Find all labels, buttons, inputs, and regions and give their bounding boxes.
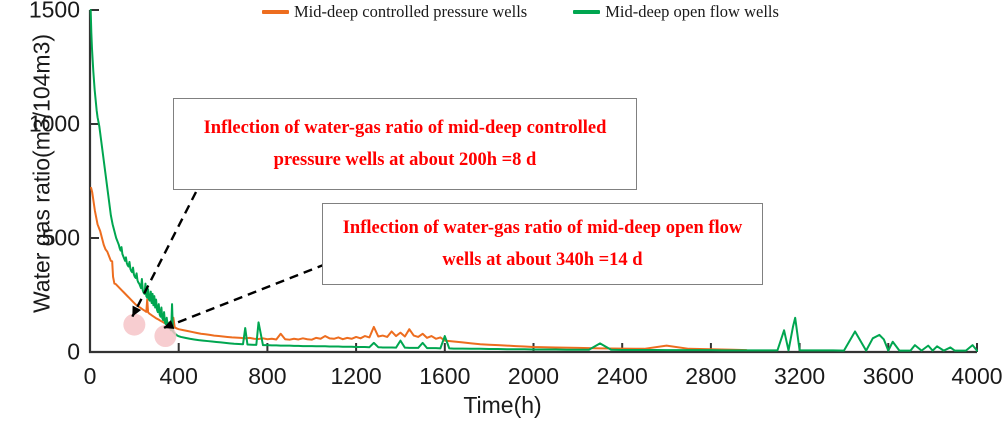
x-tick-label: 2400: [596, 363, 648, 389]
legend-item-open-flow-wells: Mid-deep open flow wells: [573, 2, 779, 22]
x-tick-label: 2000: [507, 363, 560, 389]
legend-swatch-orange: [262, 10, 289, 14]
series-line: [90, 186, 748, 352]
legend-swatch-green: [573, 10, 601, 14]
legend-label-controlled-pressure-wells: Mid-deep controlled pressure wells: [294, 2, 528, 21]
x-tick-label: 1600: [419, 363, 471, 389]
y-tick-label: 1500: [28, 0, 80, 23]
annotation-leader-line: [162, 262, 327, 330]
annotation-line: pressure wells at about 200h =8 d: [273, 150, 537, 170]
y-tick-label: 0: [67, 338, 80, 365]
annotation-leader-line: [131, 191, 198, 318]
x-tick-label: 1200: [330, 363, 382, 389]
x-axis-title: Time(h): [463, 392, 542, 418]
annotation-callout-controlled-pressure: Inflection of water-gas ratio of mid-dee…: [173, 98, 637, 190]
inflection-marker-openflow: [154, 325, 177, 348]
annotation-line: Inflection of water-gas ratio of mid-dee…: [203, 117, 607, 138]
x-tick-label: 2800: [685, 363, 737, 389]
legend-item-controlled-pressure-wells: Mid-deep controlled pressure wells: [262, 2, 527, 22]
x-tick-label: 3600: [862, 363, 914, 389]
annotation-callout-open-flow: Inflection of water-gas ratio of mid-dee…: [322, 203, 763, 285]
x-tick-label: 400: [159, 363, 198, 389]
y-tick-label: 1000: [28, 110, 80, 137]
x-tick-label: 4000: [951, 363, 1003, 389]
chart-legend: Mid-deep controlled pressure wells Mid-d…: [262, 2, 779, 22]
x-tick-label: 800: [248, 363, 287, 389]
legend-label-open-flow-wells: Mid-deep open flow wells: [605, 2, 779, 21]
annotation-line: wells at about 340h =14 d: [442, 250, 643, 270]
x-tick-label: 0: [83, 363, 97, 389]
y-axis-tick-labels: 0 500 1000 1500: [0, 0, 80, 421]
y-tick-label: 500: [41, 224, 80, 251]
x-tick-label: 3200: [774, 363, 826, 389]
inflection-marker-controlled: [123, 313, 146, 336]
annotation-line: Inflection of water-gas ratio of mid-dee…: [342, 217, 743, 238]
series-line: [89, 9, 978, 352]
